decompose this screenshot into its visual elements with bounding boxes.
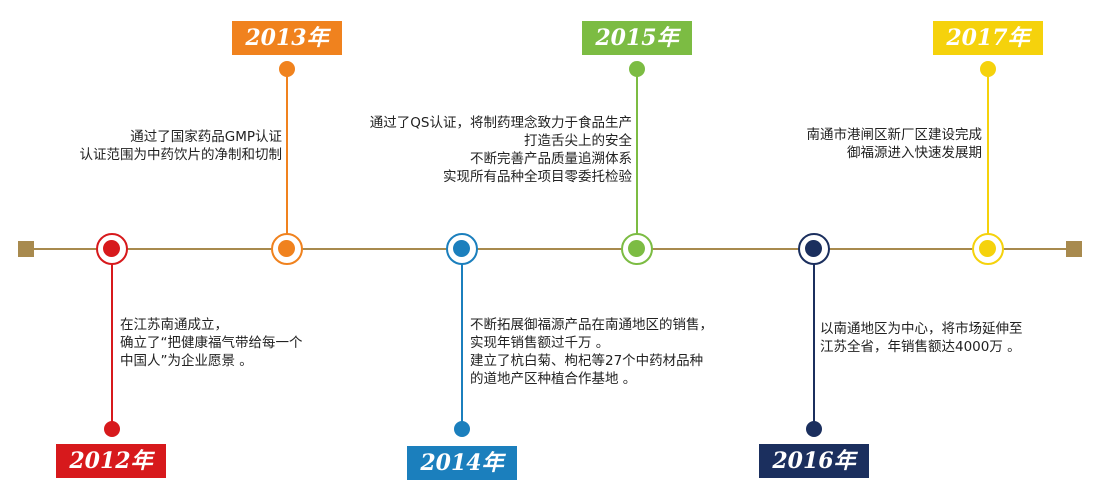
milestone-stem bbox=[987, 69, 989, 249]
description-line: 以南通地区为中心，将市场延伸至 bbox=[820, 321, 1023, 337]
milestone-description: 通过了国家药品GMP认证认证范围为中药饮片的净制和切制 bbox=[80, 128, 283, 164]
description-line: 认证范围为中药饮片的净制和切制 bbox=[79, 147, 283, 163]
milestone-stem-end-dot bbox=[980, 61, 996, 77]
milestone-description: 不断拓展御福源产品在南通地区的销售， 实现年销售额过千万 。建立了杭白菊、枸杞等2… bbox=[470, 316, 713, 388]
axis-left-cap bbox=[18, 241, 34, 257]
milestone-node bbox=[972, 233, 1004, 265]
description-line: 通过了QS认证，将制药理念致力于食品生产 bbox=[369, 115, 632, 131]
milestone-node-core bbox=[979, 240, 996, 257]
milestone-node-core bbox=[103, 240, 120, 257]
milestone-stem bbox=[636, 69, 638, 249]
description-line: 南通市港闸区新厂区建设完成 bbox=[806, 127, 983, 143]
milestone-stem-end-dot bbox=[629, 61, 645, 77]
milestone-stem-end-dot bbox=[279, 61, 295, 77]
milestone-stem-end-dot bbox=[454, 421, 470, 437]
year-label: 2014年 bbox=[407, 446, 517, 480]
milestone-node-core bbox=[805, 240, 822, 257]
year-label: 2016年 bbox=[759, 444, 869, 478]
milestone-node-core bbox=[278, 240, 295, 257]
timeline-axis bbox=[26, 248, 1074, 250]
milestone-node bbox=[446, 233, 478, 265]
description-line: 通过了国家药品GMP认证 bbox=[130, 129, 282, 145]
description-line: 中国人”为企业愿景 。 bbox=[120, 353, 253, 369]
milestone-stem bbox=[111, 249, 113, 429]
year-label: 2017年 bbox=[933, 21, 1043, 55]
description-line: 不断完善产品质量追溯体系 bbox=[470, 151, 632, 167]
year-label: 2012年 bbox=[56, 444, 166, 478]
milestone-node bbox=[621, 233, 653, 265]
description-line: 实现所有品种全项目零委托检验 bbox=[443, 169, 632, 185]
milestone-stem-end-dot bbox=[104, 421, 120, 437]
description-line: 确立了“把健康福气带给每一个 bbox=[120, 335, 303, 351]
axis-right-cap bbox=[1066, 241, 1082, 257]
milestone-stem bbox=[461, 249, 463, 429]
milestone-description: 通过了QS认证，将制药理念致力于食品生产打造舌尖上的安全不断完善产品质量追溯体系… bbox=[370, 114, 632, 186]
milestone-description: 在江苏南通成立， 确立了“把健康福气带给每一个中国人”为企业愿景 。 bbox=[120, 316, 303, 370]
milestone-description: 南通市港闸区新厂区建设完成御福源进入快速发展期 bbox=[807, 126, 983, 162]
milestone-stem-end-dot bbox=[806, 421, 822, 437]
milestone-description: 以南通地区为中心，将市场延伸至江苏全省，年销售额达4000万 。 bbox=[820, 320, 1023, 356]
description-line: 建立了杭白菊、枸杞等27个中药材品种 bbox=[470, 353, 704, 369]
description-line: 不断拓展御福源产品在南通地区的销售， bbox=[470, 317, 713, 333]
description-line: 御福源进入快速发展期 bbox=[847, 145, 982, 161]
milestone-stem bbox=[813, 249, 815, 429]
milestone-stem bbox=[286, 69, 288, 249]
description-line: 在江苏南通成立， bbox=[120, 317, 228, 333]
milestone-node bbox=[96, 233, 128, 265]
milestone-node bbox=[271, 233, 303, 265]
description-line: 的道地产区种植合作基地 。 bbox=[470, 371, 637, 387]
description-line: 打造舌尖上的安全 bbox=[524, 133, 632, 149]
description-line: 江苏全省，年销售额达4000万 。 bbox=[820, 339, 1021, 355]
milestone-node-core bbox=[628, 240, 645, 257]
year-label: 2015年 bbox=[582, 21, 692, 55]
milestone-node-core bbox=[453, 240, 470, 257]
milestone-node bbox=[798, 233, 830, 265]
description-line: 实现年销售额过千万 。 bbox=[470, 335, 610, 351]
year-label: 2013年 bbox=[232, 21, 342, 55]
